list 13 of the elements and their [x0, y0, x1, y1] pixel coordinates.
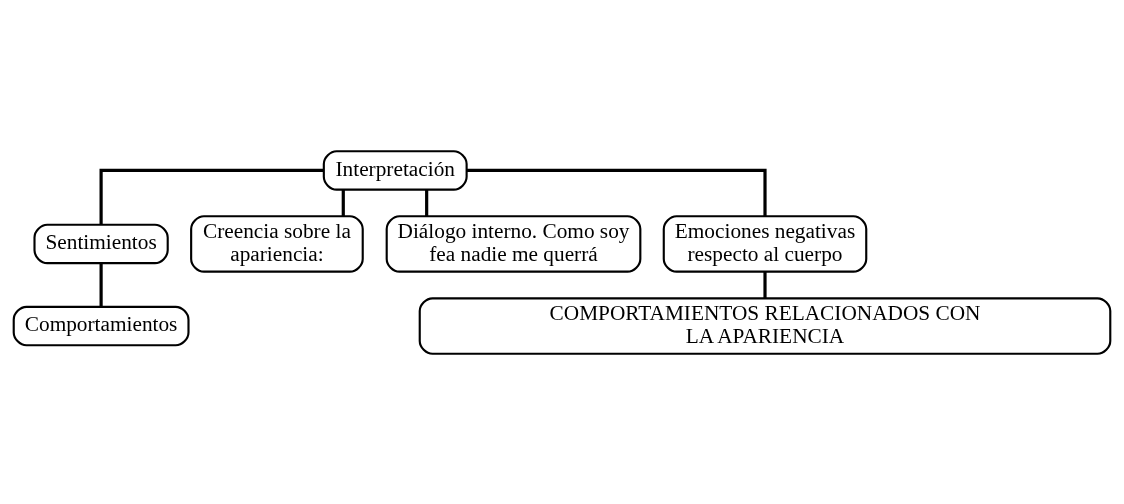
node-box: Comportamientos	[12, 305, 190, 346]
node-box: Creencia sobre la apariencia:	[190, 214, 364, 273]
node-box: Diálogo interno. Como soy fea nadie me querrá	[385, 214, 642, 273]
node-box: Sentimientos	[33, 223, 169, 264]
node-box: COMPORTAMIENTOS RELACIONADOS CON LA APARIENCIA	[418, 296, 1112, 355]
connector	[763, 271, 767, 298]
node-box: Interpretación	[322, 149, 468, 191]
connector	[466, 168, 767, 216]
node-box: Emociones negativas respecto al cuerpo	[662, 214, 868, 273]
connector	[425, 189, 429, 216]
connector	[341, 189, 345, 216]
connector	[99, 168, 324, 225]
connector	[99, 262, 103, 307]
